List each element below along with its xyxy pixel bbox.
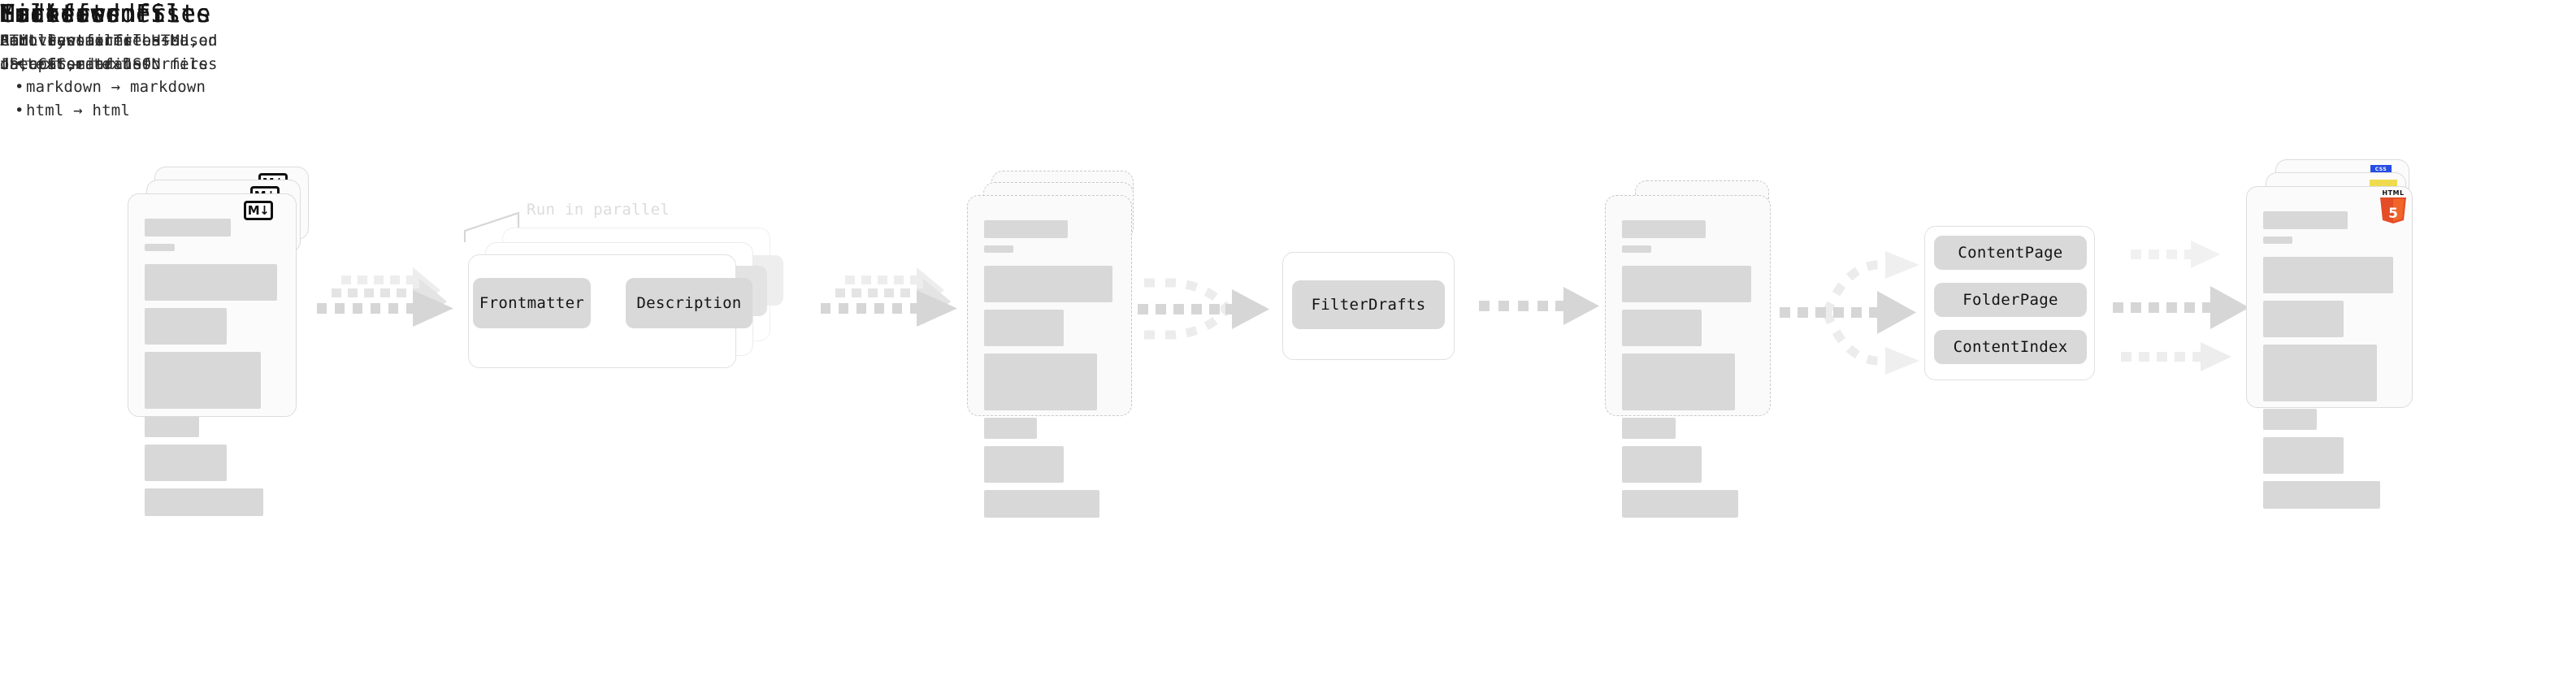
transformers-transform-list: text → text markdown → markdown html → h…	[0, 53, 206, 123]
filtered-card-content	[1622, 220, 1755, 525]
content-bar	[2263, 236, 2293, 244]
stage-filtered-files: Filtered files	[0, 0, 1771, 518]
html5-icon: HTML 5	[2379, 189, 2407, 223]
content-bar	[984, 220, 1068, 238]
content-bar	[145, 244, 175, 251]
transformers-description-heading: Can transform:	[0, 32, 132, 50]
content-bar	[984, 266, 1113, 302]
parallel-bracket	[463, 211, 520, 242]
content-bar	[1622, 446, 1702, 483]
stage-markdown-files: M↓ M↓ M↓ Markdown Files	[0, 0, 309, 516]
transformers-description: Can transform: text → text markdown → ma…	[0, 29, 206, 122]
content-bar	[1622, 266, 1752, 302]
list-item: html → html	[15, 99, 206, 123]
content-bar	[984, 310, 1064, 346]
modified-files-title: Modified files	[0, 0, 211, 28]
transformers-title: Transformers	[0, 0, 181, 28]
content-bar	[145, 445, 227, 481]
content-bar	[2263, 409, 2317, 430]
list-item: text → text	[15, 53, 206, 76]
stage-emitters: ContentPage FolderPage ContentIndex Emit…	[0, 0, 2095, 380]
content-bar	[1622, 354, 1736, 410]
stage-modified-files: Modified files HTML Syntax Tree + data f…	[0, 0, 1134, 518]
content-bar	[2263, 481, 2380, 509]
emitters-description: Emit new files based on the parsed files	[0, 32, 218, 73]
transformers-pill-description[interactable]: Description	[626, 278, 752, 328]
content-bar	[145, 416, 200, 437]
emitters-pill-folderpage[interactable]: FolderPage	[1934, 283, 2087, 317]
emitters-pill-contentpage[interactable]: ContentPage	[1934, 236, 2087, 270]
filtered-card-front	[1605, 195, 1771, 518]
svg-text:5: 5	[2388, 206, 2398, 222]
markdown-files-title: Markdown Files	[0, 0, 211, 28]
css3-icon: CSS	[2370, 165, 2392, 174]
filters-pill-filterdrafts[interactable]: FilterDrafts	[1292, 280, 1445, 329]
filtered-files-title: Filtered files	[0, 0, 211, 28]
content-bar	[1622, 490, 1738, 518]
emitters-title: Emitters	[0, 0, 121, 28]
emitters-pill-contentindex[interactable]: ContentIndex	[1934, 330, 2087, 364]
content-bar	[145, 219, 231, 236]
content-bar	[2263, 257, 2394, 293]
modified-card-front	[967, 195, 1132, 518]
arrow-filtered-to-emitters	[1780, 251, 1919, 375]
arrow-markdown-to-transformers	[317, 267, 453, 327]
markdown-card-front	[128, 193, 297, 516]
content-bar	[984, 446, 1064, 483]
markdown-card-content	[145, 219, 281, 523]
arrow-filters-to-filtered	[1479, 287, 1599, 325]
run-in-parallel-label: Run in parallel	[527, 201, 670, 219]
content-bar	[984, 418, 1038, 439]
content-bar	[145, 308, 227, 345]
modified-card-content	[984, 220, 1117, 525]
content-bar	[1622, 418, 1676, 439]
stage-generated-site: CSS HTML 5	[0, 0, 2413, 509]
content-bar	[2263, 437, 2344, 474]
arrow-transformers-to-modified	[821, 267, 957, 327]
generated-site-description: A collection of HTML, JS, CSS, and JSON …	[0, 32, 218, 73]
content-bar	[984, 490, 1099, 518]
arrow-modified-to-filters	[1138, 278, 1269, 340]
filters-description: Remove some files based on criteria	[0, 32, 218, 73]
content-bar	[2263, 301, 2344, 337]
list-item: markdown → markdown	[15, 76, 206, 99]
content-bar	[984, 354, 1097, 410]
arrow-emitters-to-site	[2113, 241, 2249, 371]
content-bar	[984, 245, 1013, 253]
generated-site-title: Generated Site	[0, 0, 211, 28]
content-bar	[145, 264, 277, 301]
content-bar	[2263, 345, 2378, 401]
stage-filters: FilterDrafts Filters Remove some files b…	[0, 0, 1455, 360]
filters-title: Filters	[0, 0, 106, 28]
content-bar	[1622, 245, 1652, 253]
content-bar	[2263, 211, 2348, 229]
site-card-front	[2246, 186, 2413, 509]
transformers-pill-frontmatter[interactable]: Frontmatter	[473, 278, 591, 328]
site-card-content	[2263, 211, 2397, 516]
markdown-icon: M↓	[244, 201, 273, 220]
content-bar	[145, 352, 261, 409]
content-bar	[1622, 220, 1706, 238]
content-bar	[145, 488, 264, 516]
modified-files-description: HTML Syntax Tree + data from transformer…	[0, 32, 209, 73]
stage-transformers: Run in parallel Frontmatter Descr	[0, 0, 783, 368]
html5-icon-label: HTML	[2382, 189, 2405, 197]
content-bar	[1622, 310, 1702, 346]
